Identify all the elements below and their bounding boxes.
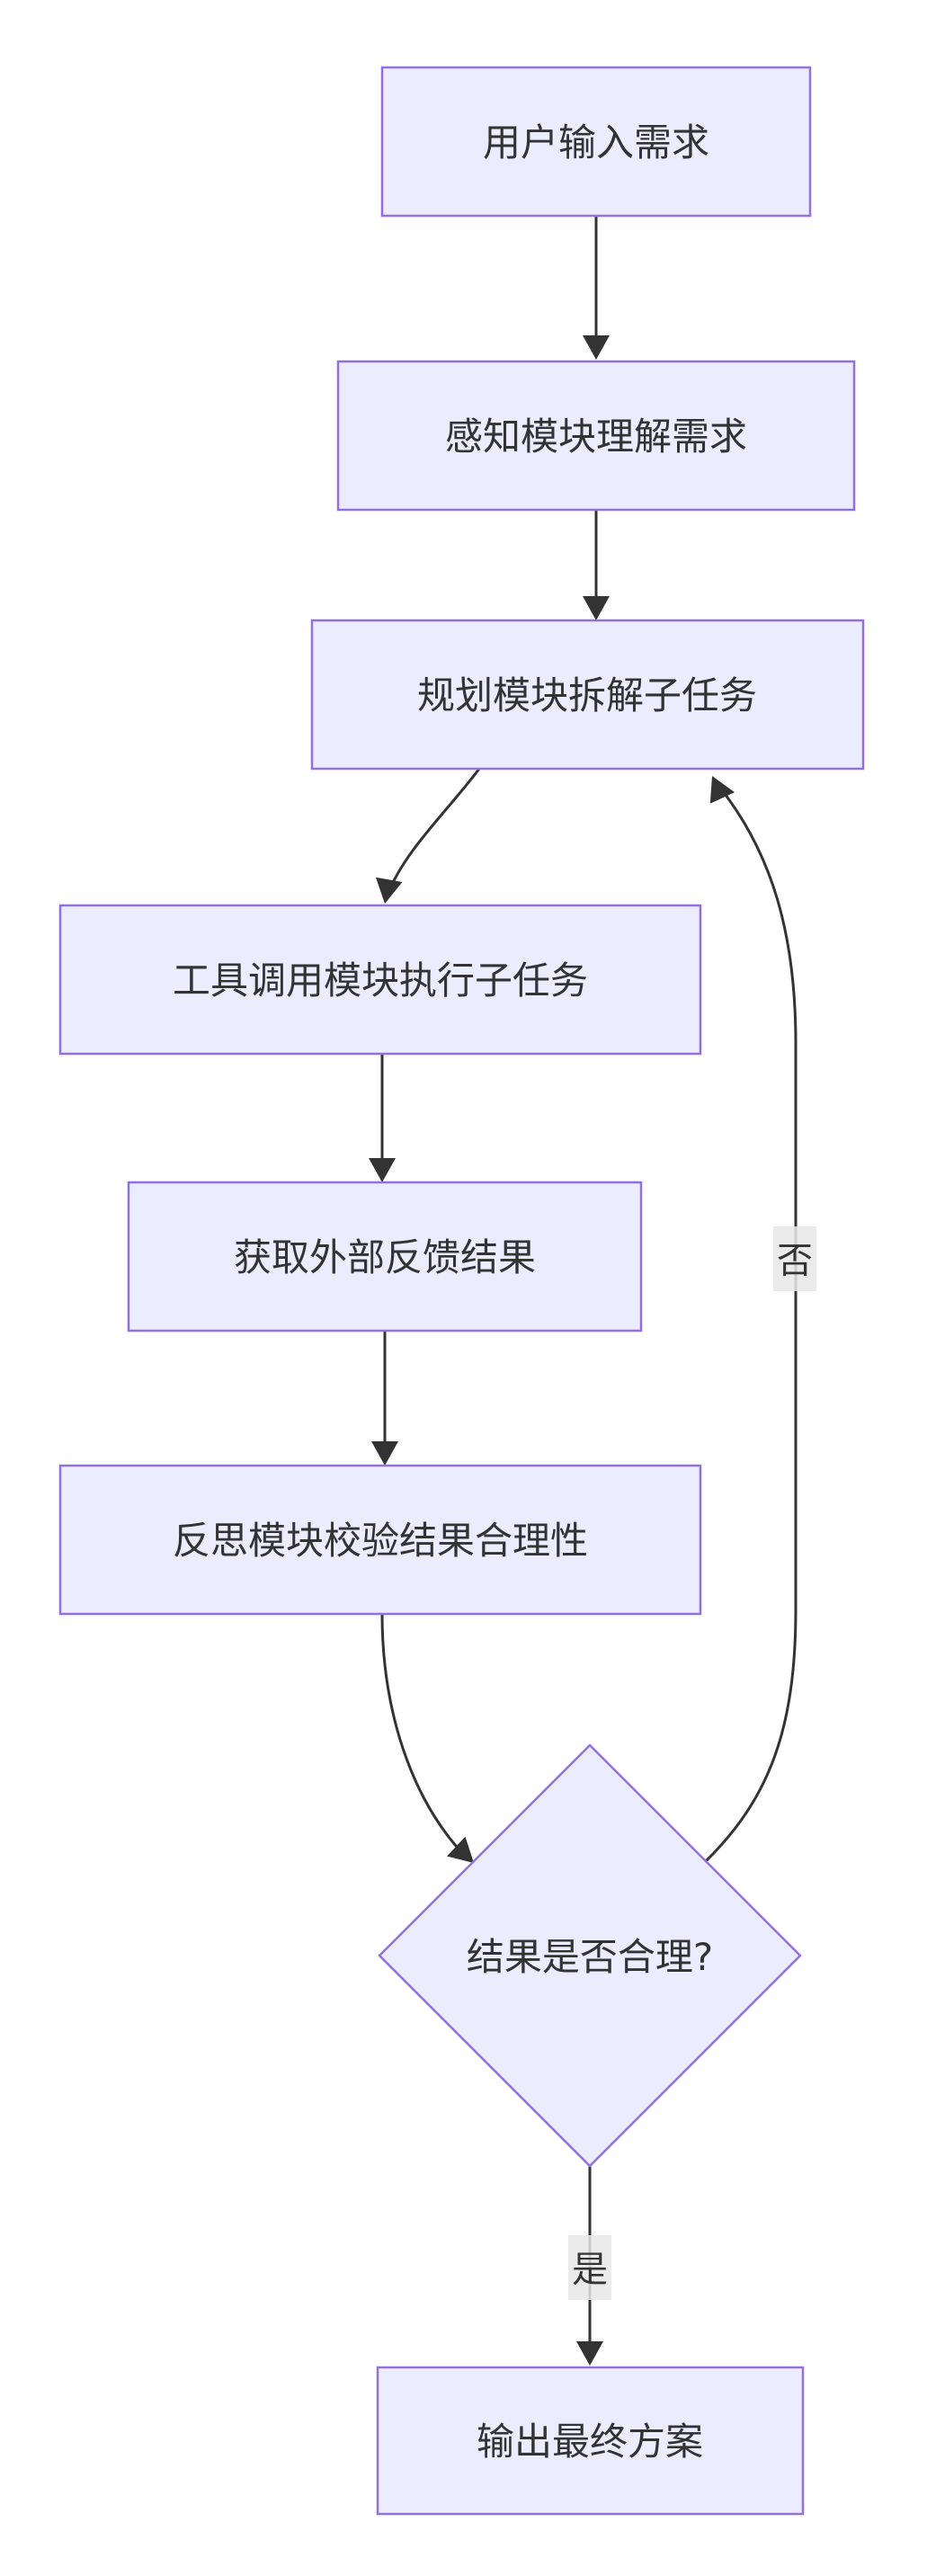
arrowhead-feedback-to-reflection — [371, 1441, 398, 1466]
node-tool-box — [58, 904, 702, 1056]
node-user-input-label: 用户输入需求 — [483, 120, 709, 165]
node-planning-box — [310, 619, 865, 771]
edge-label-no: 否 — [773, 1226, 816, 1291]
arrowhead-planning-to-tool — [375, 877, 403, 904]
edge-planning-to-tool — [386, 768, 481, 896]
decision-diamond-label: 结果是否合理? — [467, 1935, 713, 1979]
edge-label-yes-text: 是 — [572, 2250, 608, 2291]
node-feedback-box — [127, 1181, 643, 1333]
edge-label-layer: 否 是 — [568, 1226, 816, 2300]
node-output-final-solution: 输出最终方案 — [376, 2366, 805, 2516]
node-perception-module: 感知模块理解需求 — [336, 360, 856, 512]
node-user-input-requirement: 用户输入需求 — [380, 66, 812, 218]
edge-label-yes: 是 — [568, 2235, 611, 2300]
decision-result-reasonable: 结果是否合理? — [378, 1743, 802, 2168]
node-reflection-label: 反思模块校验结果合理性 — [173, 1519, 588, 1563]
node-tool-invocation-module: 工具调用模块执行子任务 — [58, 904, 702, 1056]
node-tool-label: 工具调用模块执行子任务 — [173, 958, 588, 1003]
edge-reflection-to-decision — [380, 1613, 465, 1856]
node-output-label: 输出最终方案 — [477, 2420, 703, 2464]
node-reflection-module: 反思模块校验结果合理性 — [58, 1464, 702, 1616]
edge-label-no-bg — [773, 1226, 816, 1291]
decision-diamond-shape — [378, 1743, 802, 2168]
node-layer: 用户输入需求 感知模块理解需求 规划模块拆解子任务 工具调用模块执行子任务 获取… — [58, 66, 865, 2516]
node-user-input-box — [380, 66, 812, 218]
node-feedback-label: 获取外部反馈结果 — [234, 1235, 536, 1279]
edge-decision-to-planning-loop — [704, 786, 798, 1863]
node-output-box — [376, 2366, 805, 2516]
edge-label-no-text: 否 — [777, 1241, 813, 1282]
node-planning-label: 规划模块拆解子任务 — [417, 673, 757, 718]
arrowhead-decision-to-output — [576, 2341, 603, 2366]
edge-label-yes-bg — [568, 2235, 611, 2300]
node-perception-box — [336, 360, 856, 512]
node-perception-label: 感知模块理解需求 — [445, 414, 747, 459]
arrowhead-perception-to-planning — [583, 596, 610, 620]
arrowhead-user-input-to-perception — [583, 335, 610, 360]
arrowhead-tool-to-feedback — [369, 1158, 396, 1182]
node-planning-module: 规划模块拆解子任务 — [310, 619, 865, 771]
node-reflection-box — [58, 1464, 702, 1616]
arrowhead-decision-to-planning-loop — [709, 776, 735, 804]
node-external-feedback: 获取外部反馈结果 — [127, 1181, 643, 1333]
arrowhead-reflection-to-decision — [447, 1836, 474, 1863]
